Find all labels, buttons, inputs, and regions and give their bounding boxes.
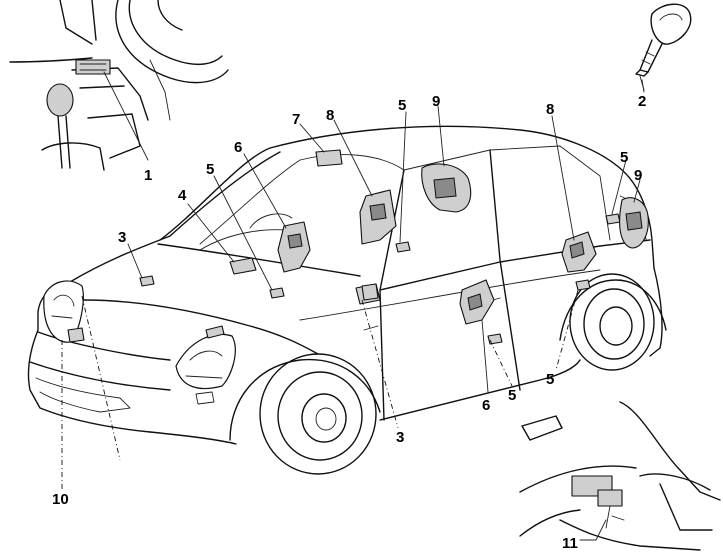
- component-4-unit: [229, 257, 257, 275]
- front-wheel-tire: [259, 353, 377, 475]
- callout-8-rear: 8: [546, 101, 554, 118]
- callout-3-front: 3: [118, 229, 126, 246]
- callout-2: 2: [638, 93, 646, 110]
- leader-lines: [61, 79, 645, 541]
- callout-9-front: 9: [432, 93, 440, 110]
- callout-5-front-door: 5: [508, 387, 516, 404]
- component-7-mirror: [315, 149, 343, 167]
- callout-9-rear: 9: [634, 167, 642, 184]
- callout-1: 1: [144, 167, 152, 184]
- component-5-switch-e: [605, 213, 621, 225]
- callout-5-rear-quarter: 5: [620, 149, 628, 166]
- component-10-sensor: [67, 327, 85, 343]
- inset-key: [635, 3, 692, 91]
- callout-11: 11: [562, 535, 578, 552]
- callout-7: 7: [292, 111, 300, 128]
- callout-5-rear-door: 5: [546, 371, 554, 388]
- callout-6-rear: 6: [482, 397, 490, 414]
- callout-5-roof: 5: [398, 97, 406, 114]
- component-11-connector: [597, 489, 623, 507]
- callout-3-side: 3: [396, 429, 404, 446]
- component-3-sensor-front: [139, 275, 155, 287]
- inset-dashboard: [9, 0, 229, 171]
- callout-10: 10: [52, 491, 69, 508]
- component-1-control-unit: [75, 59, 111, 75]
- inset-rear-control-unit: [519, 401, 721, 551]
- component-5-switch-b: [395, 241, 411, 253]
- callout-8-front: 8: [326, 107, 334, 124]
- car-body: [27, 125, 667, 475]
- callout-labels: 1 2 3 3 4 5 5 5 5 5 6 6 7 8 8 9 9 10 11: [52, 93, 646, 552]
- component-5-switch-d: [575, 279, 591, 291]
- gear-knob: [46, 83, 74, 117]
- component-3-sensor-side: [361, 283, 379, 301]
- callout-4: 4: [178, 187, 187, 204]
- rear-wheel-tire: [569, 273, 655, 371]
- component-5-switch-a: [269, 287, 285, 299]
- right-headlight: [175, 333, 236, 390]
- components: [67, 149, 649, 345]
- callout-6-front: 6: [234, 139, 242, 156]
- left-headlight: [43, 280, 84, 343]
- callout-5-dash: 5: [206, 161, 214, 178]
- component-5-switch-c: [487, 333, 503, 345]
